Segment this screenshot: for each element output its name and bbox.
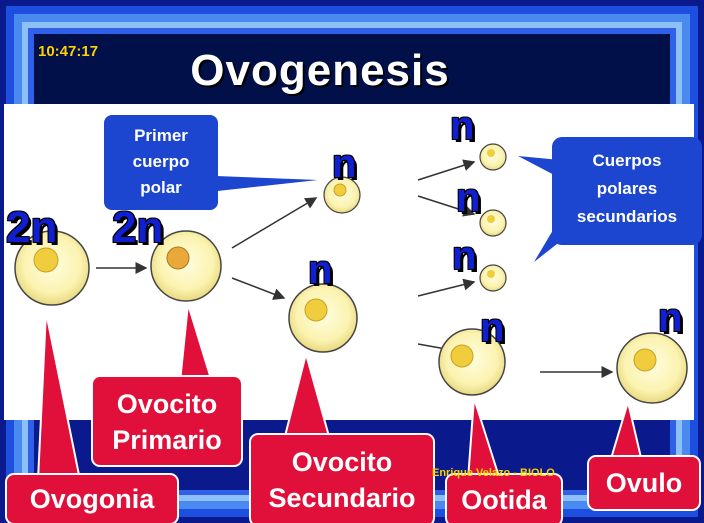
header-band [34,34,670,110]
cell-ootida [438,328,506,396]
arrow-secundario-polar2 [417,278,476,297]
callout-cuerpos-polares-shape [518,137,702,262]
callout-line: Primer [134,126,188,145]
label-ovogonia: Ovogonia [29,484,155,514]
page-title: Ovogenesis [190,46,450,95]
callout-primer-cuerpo-polar-shape [104,115,318,210]
label-ovulo: Ovulo [605,468,683,498]
label-line: Primario [112,425,222,455]
arrow-primario-polar1 [231,197,318,249]
cell-ovocito-primario [150,230,222,302]
box-secundario [249,433,435,523]
callout-line: polares [596,179,658,198]
nucleus [33,247,59,273]
nucleus [487,149,495,157]
arrow-primario-secundario [231,277,286,300]
nucleus [633,348,657,372]
callout-line: Cuerpos [592,151,662,170]
ploidy-primer-cuerpo-polar: n [332,142,357,186]
ploidy-ootida: n [480,306,505,350]
label-line: Ovocito [116,389,218,419]
label-ovocito-primario: Ovocito Primario [92,386,242,458]
footer-credit: Enrique Velazo - BIOLO [432,467,555,479]
clock: 10:47:17 [38,43,99,60]
ploidy-polar-low: n [452,234,477,278]
ploidy-polar-top: n [450,104,475,148]
callout-line: polar [140,178,182,197]
callout-primer-cuerpo-polar: Primer cuerpo polar [104,123,218,201]
label-line: Ovocito [291,447,393,477]
callout-line: cuerpo [132,152,190,171]
nucleus [487,215,495,223]
label-ovocito-secundario: Ovocito Secundario [250,444,434,516]
arrow-polar1-mid [417,195,476,217]
label-line: Secundario [268,483,416,513]
ploidy-ovocito-secundario: n [308,248,333,292]
cell-polar-low [479,264,507,292]
nucleus [487,270,495,278]
nucleus [450,344,474,368]
nucleus [166,246,190,270]
cell-ovogonia [14,230,90,306]
cell-polar-top [479,143,507,171]
nucleus [304,298,328,322]
ploidy-ovulo: n [658,296,683,340]
label-ootida: Ootida [461,485,547,515]
cell-ovocito-secundario [288,283,358,353]
ploidy-ovocito-primario: 2n [112,203,164,252]
callout-cuerpos-polares-secundarios: Cuerpos polares secundarios [552,147,702,231]
cell-polar-mid [479,209,507,237]
cell-ovulo [616,332,688,404]
box-ootida [445,473,563,523]
callout-line: secundarios [576,207,678,226]
ploidy-polar-mid: n [456,176,481,220]
ploidy-ovogonia: 2n [6,203,58,252]
box-ovulo [587,455,701,511]
cell-primer-cuerpo-polar [323,176,361,214]
nucleus [333,183,347,197]
arrow-polar1-top [417,159,476,181]
box-primario [91,375,243,467]
label-shapes [5,303,701,523]
box-ovogonia [5,473,179,523]
